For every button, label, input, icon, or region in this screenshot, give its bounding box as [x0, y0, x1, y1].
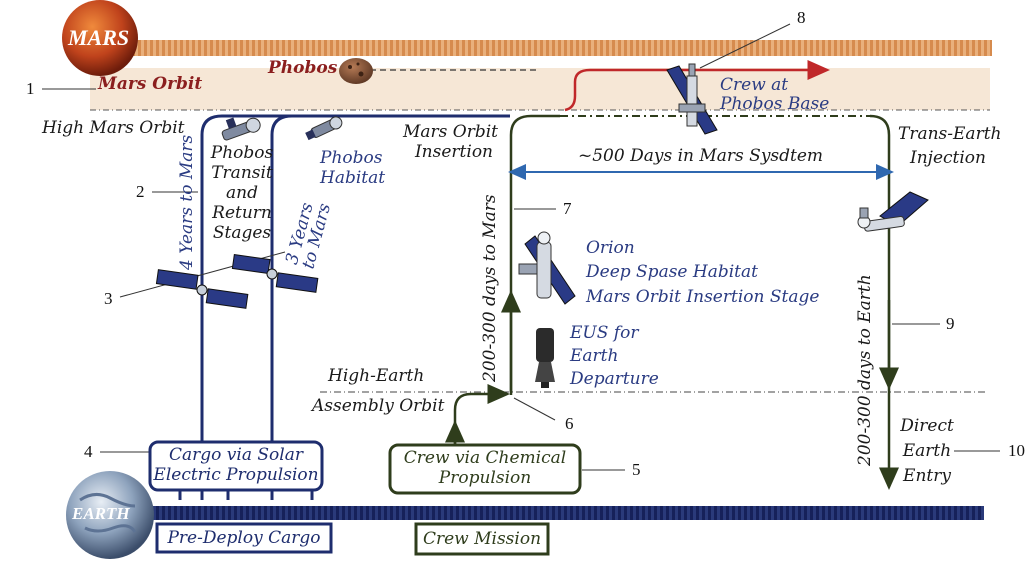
return-spacecraft-icon — [857, 191, 929, 232]
crew-trajectory-earth — [869, 114, 899, 490]
callout-3: 3 — [104, 289, 113, 308]
phobos-habitat-spacecraft-icon — [305, 116, 343, 141]
eus-stage-icon — [535, 328, 555, 388]
solar-cargo-spacecraft-icon-2 — [231, 254, 319, 293]
phobos-transfer-path — [564, 60, 830, 112]
callout-2: 2 — [136, 182, 145, 201]
cargo-trajectory-1 — [200, 114, 510, 500]
mars-surface-band — [100, 40, 992, 56]
predeploy-cargo-tag: Pre-Deploy Cargo — [160, 528, 328, 548]
mars-label: MARS — [68, 25, 130, 50]
eus-label: EUS for Earth Departure — [570, 323, 659, 389]
callout-10: 10 — [1008, 441, 1025, 460]
orion-habitat-spacecraft-icon — [518, 231, 576, 305]
phobos-transit-spacecraft-icon — [221, 117, 261, 141]
crew-trajectory-mars — [509, 114, 560, 392]
mars-orbit-band — [90, 68, 990, 110]
mars-system-duration-label: ~500 Days in Mars Sysdtem — [578, 146, 824, 166]
callout-1: 1 — [26, 79, 35, 98]
crew-propulsion-box: Crew via Chemical Propulsion — [392, 448, 578, 489]
orion-label: Orion — [586, 238, 635, 258]
phobos-moon-icon — [339, 58, 373, 84]
trans-earth-injection-label: Trans-Earth Injection — [898, 124, 1002, 168]
callout-4: 4 — [84, 442, 93, 461]
direct-earth-entry-label: Direct Earth Entry — [900, 416, 954, 486]
cargo-propulsion-box: Cargo via Solar Electric Propulsion — [152, 445, 320, 486]
cargo-trajectory-2 — [270, 114, 293, 500]
transit-to-earth-label: 200-300 days to Earth — [855, 274, 875, 466]
earth-planet-icon — [66, 471, 154, 559]
transit-to-mars-label: 200-300 days to Mars — [480, 194, 500, 382]
moi-stage-label: Mars Orbit Insertion Stage — [586, 287, 820, 307]
deep-space-habitat-label: Deep Spase Habitat — [586, 262, 758, 282]
mars-planet-icon — [62, 0, 138, 76]
mars-orbit-label: Mars Orbit — [98, 74, 203, 94]
phobos-base-station-icon — [666, 63, 718, 135]
crew-phobos-base-label: Crew at Phobos Base — [720, 75, 830, 114]
mars-orbit-insertion-label: Mars Orbit Insertion — [403, 122, 499, 162]
high-earth-label: High-Earth — [328, 366, 425, 386]
earth-label: EARTH — [72, 504, 130, 523]
callout-5: 5 — [632, 460, 641, 479]
phobos-habitat-label: Phobos Habitat — [320, 148, 386, 188]
callout-7: 7 — [563, 199, 572, 218]
high-mars-orbit-label: High Mars Orbit — [42, 118, 185, 138]
solar-cargo-spacecraft-icon-1 — [155, 269, 249, 309]
cargo-duration-4yr-label: 4 Years to Mars — [177, 134, 197, 270]
phobos-label: Phobos — [268, 58, 338, 78]
phobos-transit-label: Phobos Transit and Return Stages — [210, 143, 274, 243]
earth-surface-band — [110, 506, 984, 520]
assembly-orbit-label: Assembly Orbit — [312, 396, 445, 416]
callout-9: 9 — [946, 314, 955, 333]
callout-6: 6 — [565, 414, 574, 433]
callout-8: 8 — [797, 8, 806, 27]
crew-mission-tag: Crew Mission — [419, 529, 545, 549]
crew-trajectory-up — [453, 384, 510, 490]
